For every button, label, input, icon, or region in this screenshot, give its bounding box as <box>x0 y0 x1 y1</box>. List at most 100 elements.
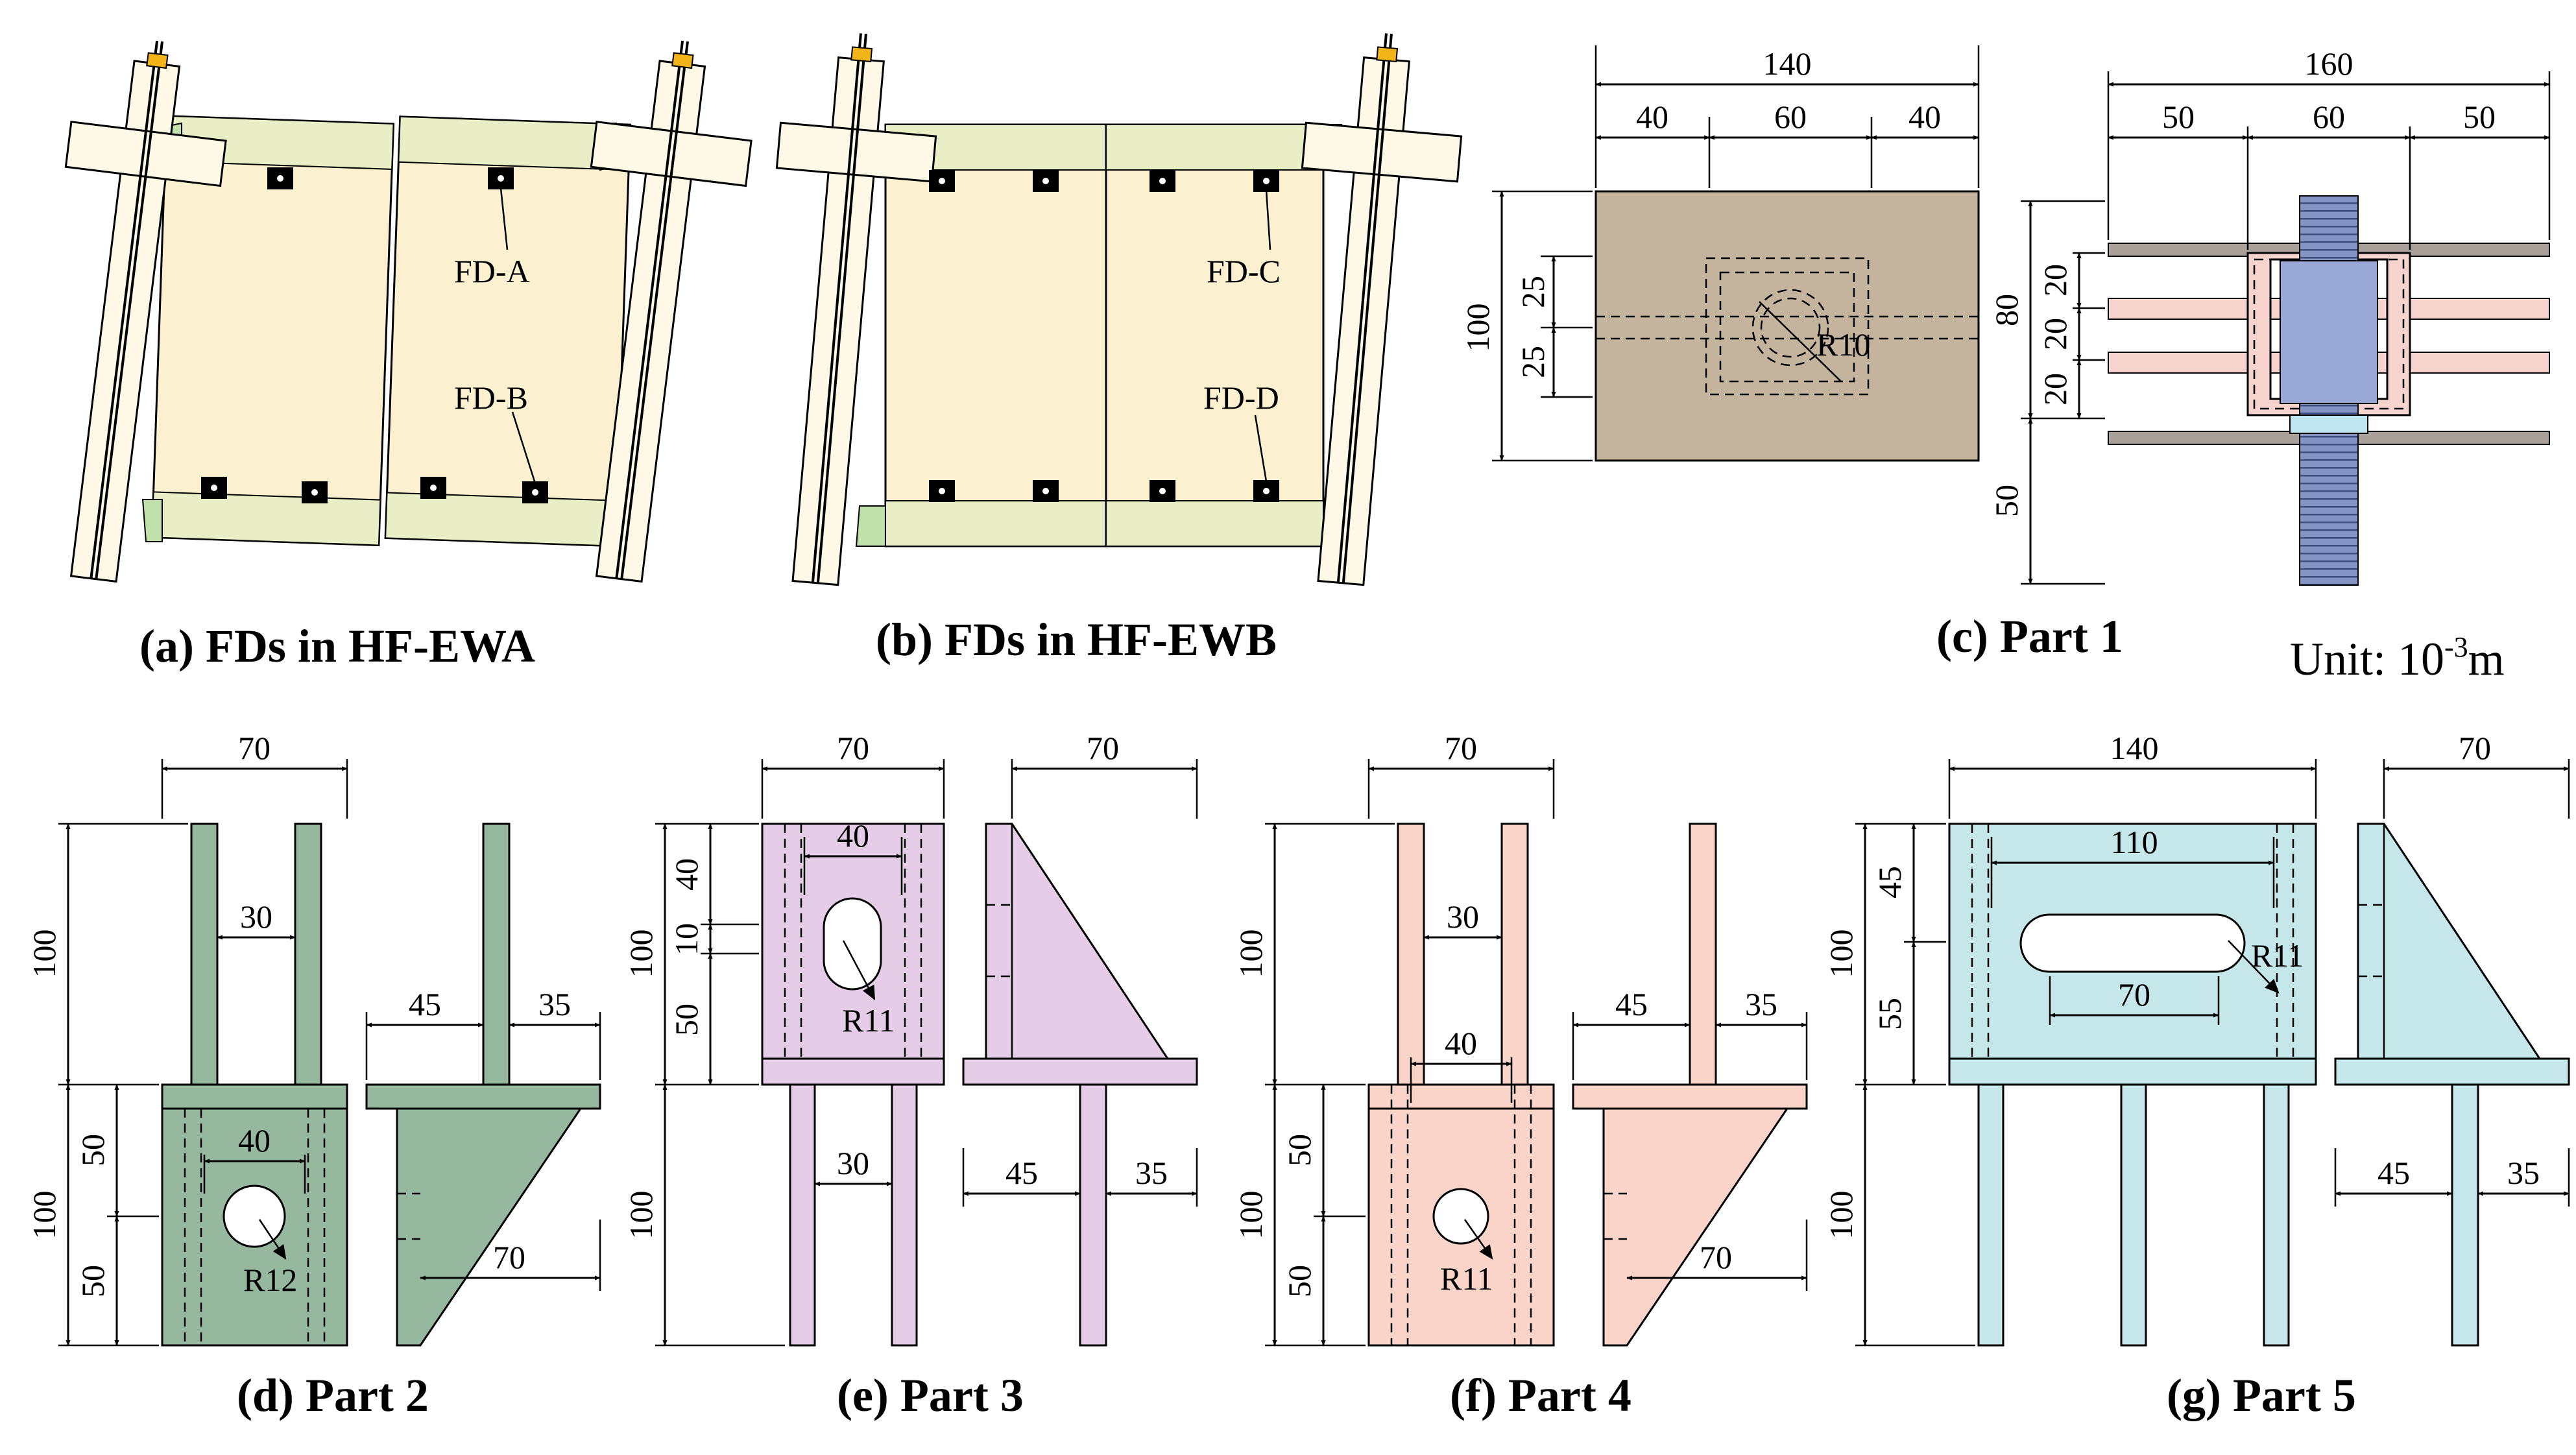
dim-label: 45 <box>1005 1155 1038 1191</box>
unit-label: Unit: 10-3m <box>2290 631 2505 685</box>
displacement-gauge <box>1253 480 1279 502</box>
part2-flange <box>161 1083 348 1110</box>
dim-label: 160 <box>2305 45 2353 82</box>
dim-label: 100 <box>1233 930 1269 978</box>
dim-label: 70 <box>1445 730 1477 766</box>
dim-label: 50 <box>1988 485 2025 517</box>
dim-label: 20 <box>2037 264 2073 296</box>
displacement-gauge <box>267 167 293 189</box>
column-right <box>590 40 752 583</box>
radius-label: R12 <box>243 1262 297 1298</box>
dim-label: 100 <box>1823 1191 1859 1240</box>
dim-label: 50 <box>75 1134 111 1166</box>
dim-label: 70 <box>493 1239 525 1275</box>
dim-label: 60 <box>1774 99 1807 135</box>
dim-label: 25 <box>1515 276 1551 308</box>
dim-label: 40 <box>1636 99 1668 135</box>
gauge-label: FD-D <box>1203 379 1279 416</box>
corner-block <box>141 499 163 542</box>
dim-label: 70 <box>2118 976 2150 1013</box>
dim-label: 80 <box>1988 294 2025 326</box>
panel-g: 110 70 R11 140 100 45 55 100 70 45 35 (g… <box>1823 730 2570 1421</box>
dim-label: 70 <box>1700 1239 1732 1275</box>
dim-label: 70 <box>1087 730 1119 766</box>
dim-label: 40 <box>668 858 704 891</box>
part4-gusset <box>1602 1107 1789 1347</box>
dim-label: 110 <box>2110 824 2158 860</box>
panel-a: FD-A FD-B (a) FDs in HF-EWA <box>64 40 752 672</box>
dim-label: 140 <box>1763 45 1812 82</box>
part2-gusset <box>396 1107 583 1347</box>
dim-label: 50 <box>1281 1265 1318 1297</box>
dim-label: 50 <box>2463 99 2496 135</box>
part3-gusset <box>985 823 1170 1060</box>
column-left <box>64 40 227 583</box>
dim-label: 35 <box>1745 986 1777 1022</box>
dim-label: 50 <box>2162 99 2195 135</box>
caption-e: (e) Part 3 <box>837 1369 1024 1421</box>
dim-label: 35 <box>538 986 571 1022</box>
bolt-hole <box>223 1184 286 1248</box>
displacement-gauge <box>420 477 446 499</box>
column-right <box>1301 33 1463 586</box>
dim-label: 100 <box>26 930 62 978</box>
gauge-label: FD-B <box>454 379 528 416</box>
column-left <box>775 33 937 586</box>
wall-panel-right <box>384 115 632 547</box>
dim-label: 45 <box>1872 866 1908 898</box>
dim-label: 40 <box>1445 1025 1477 1061</box>
dim-label: 30 <box>240 898 272 935</box>
corner-block <box>855 505 886 547</box>
part3-slot <box>823 897 882 991</box>
displacement-gauge <box>1150 480 1175 502</box>
displacement-gauge <box>929 480 955 502</box>
panel-c: R10 140 40 60 40 100 25 25 160 50 60 50 <box>1460 45 2551 685</box>
dim-label: 100 <box>623 930 659 978</box>
dim-label: 50 <box>668 1004 704 1036</box>
bolt-hole <box>1432 1188 1489 1245</box>
dim-label: 140 <box>2110 730 2159 766</box>
displacement-gauge <box>1033 480 1059 502</box>
part5-slot <box>2019 913 2246 973</box>
dim-label: 30 <box>1447 898 1479 935</box>
dim-label: 40 <box>1908 99 1941 135</box>
radius-label: R11 <box>1440 1260 1493 1297</box>
dim-label: 35 <box>2507 1155 2540 1191</box>
wall-panel-left <box>884 123 1107 547</box>
displacement-gauge <box>522 481 548 503</box>
panel-d: 40 R12 70 30 100 100 50 50 45 35 70 (d) … <box>26 730 601 1421</box>
radius-label: R11 <box>2251 937 2304 974</box>
dim-label: 25 <box>1515 346 1551 378</box>
caption-a: (a) FDs in HF-EWA <box>139 620 535 672</box>
wall-panel-right <box>1105 123 1325 547</box>
dim-label: 30 <box>837 1145 869 1181</box>
dim-label: 70 <box>837 730 869 766</box>
dim-label: 100 <box>1460 304 1496 352</box>
panel-b: FD-C FD-D (b) FDs in HF-EWB <box>775 33 1463 666</box>
caption-d: (d) Part 2 <box>237 1369 429 1421</box>
dim-label: 45 <box>1615 986 1648 1022</box>
dim-label: 55 <box>1872 998 1908 1030</box>
dim-label: 100 <box>26 1191 62 1240</box>
displacement-gauge <box>1033 170 1059 192</box>
part1-plate <box>1595 190 1980 462</box>
dim-label: 100 <box>623 1191 659 1240</box>
panel-e: 40 R11 70 100 40 10 50 30 100 70 45 35 (… <box>623 730 1198 1421</box>
dim-label: 40 <box>238 1122 271 1159</box>
panel-f: 40 R11 70 30 100 100 50 50 45 35 70 (f) … <box>1233 730 1808 1421</box>
dim-label: 100 <box>1823 930 1859 978</box>
displacement-gauge <box>929 170 955 192</box>
dim-label: 40 <box>837 817 869 854</box>
caption-g: (g) Part 5 <box>2167 1369 2356 1421</box>
caption-f: (f) Part 4 <box>1450 1369 1631 1421</box>
displacement-gauge <box>488 167 514 189</box>
displacement-gauge <box>201 477 227 499</box>
dim-label: 60 <box>2313 99 2345 135</box>
dim-label: 45 <box>409 986 441 1022</box>
dim-label: 45 <box>2377 1155 2410 1191</box>
gauge-label: FD-A <box>454 253 530 289</box>
dim-label: 20 <box>2037 318 2073 350</box>
wall-panel-left <box>150 115 395 547</box>
part5-gusset <box>2357 823 2542 1060</box>
